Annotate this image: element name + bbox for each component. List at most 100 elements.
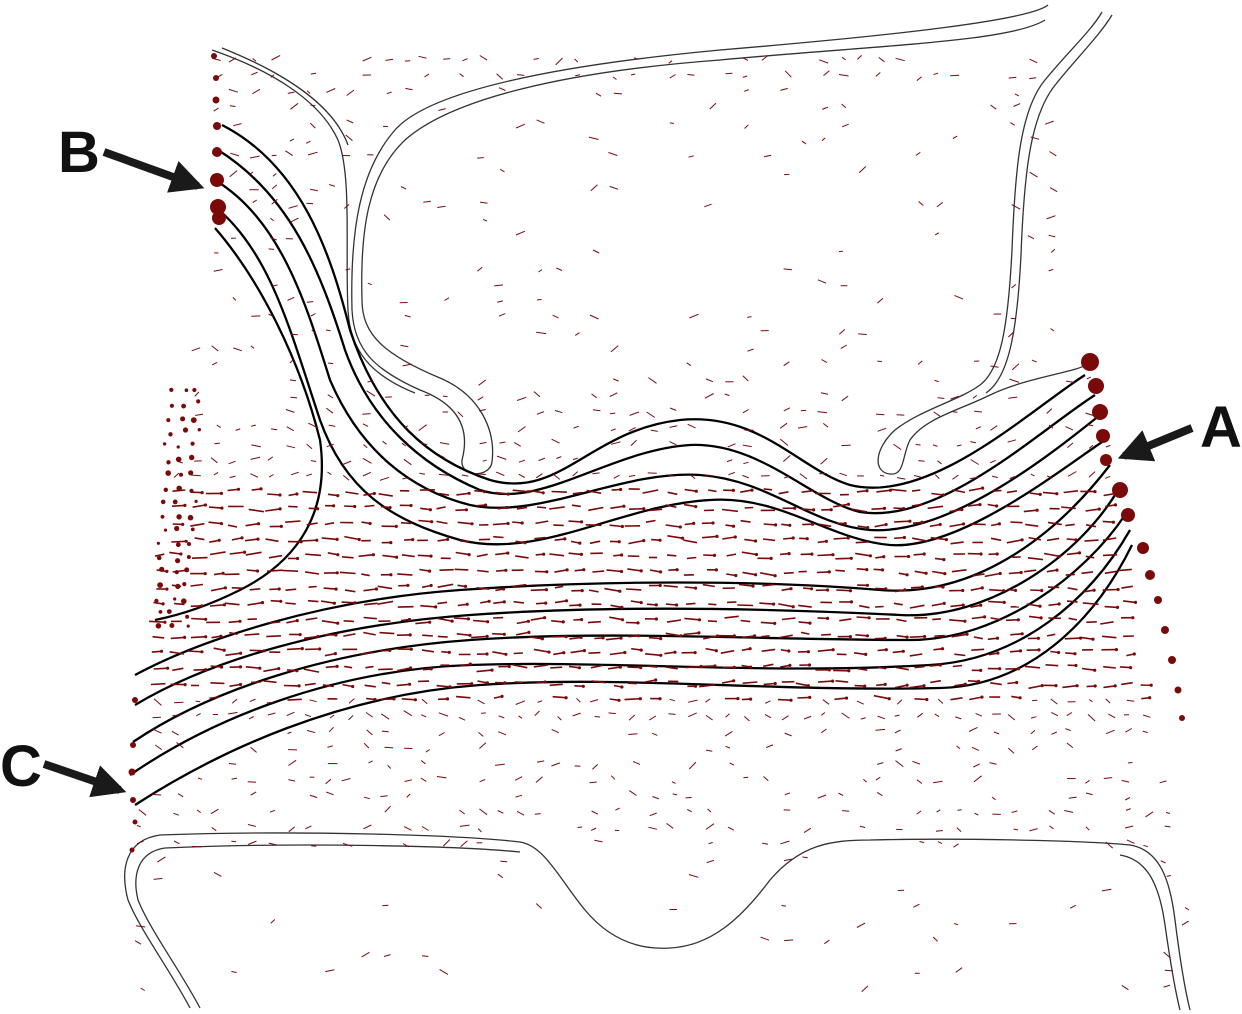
velocity-vector (244, 538, 259, 542)
velocity-vector (762, 583, 775, 587)
velocity-vector (876, 489, 891, 493)
velocity-vector (1006, 490, 1018, 494)
velocity-vector (591, 810, 599, 815)
velocity-vector (780, 664, 791, 668)
velocity-vector (613, 92, 623, 95)
velocity-vector (669, 74, 676, 79)
velocity-vector (140, 987, 145, 991)
vector-head (503, 681, 507, 685)
vector-head (941, 493, 946, 497)
vector-head (659, 570, 663, 574)
vector-head (787, 552, 791, 556)
streamline (134, 544, 1134, 806)
velocity-vector (533, 391, 541, 398)
vector-head (579, 552, 584, 557)
velocity-vector (949, 619, 965, 622)
velocity-vector (856, 489, 868, 493)
velocity-vector (590, 664, 604, 669)
velocity-vector (1030, 729, 1036, 735)
velocity-vector (855, 634, 868, 637)
velocity-vector (437, 601, 448, 605)
velocity-vector (1102, 537, 1117, 541)
velocity-vector (342, 842, 353, 847)
velocity-vector (309, 699, 317, 703)
velocity-vector (1119, 666, 1131, 669)
seed-point (1168, 656, 1176, 664)
velocity-vector (929, 664, 941, 667)
velocity-vector (686, 556, 697, 560)
wall-vector (162, 442, 167, 446)
vector-head (258, 666, 262, 670)
velocity-vector (859, 825, 866, 829)
vector-head (882, 506, 887, 510)
seed-point (129, 847, 135, 853)
velocity-vector (972, 395, 978, 399)
velocity-vector (305, 617, 318, 621)
velocity-vector (572, 471, 579, 477)
velocity-vector (303, 668, 320, 673)
velocity-vector (362, 457, 372, 464)
velocity-vector (235, 428, 241, 431)
velocity-vector (781, 715, 789, 721)
vector-head (773, 574, 777, 578)
velocity-vector (1084, 539, 1099, 542)
wall-vector (174, 525, 180, 532)
vector-head (219, 491, 223, 495)
vector-head (920, 520, 924, 525)
velocity-vector (290, 333, 298, 336)
velocity-vector (628, 634, 639, 638)
velocity-vector (728, 471, 735, 476)
velocity-vector (377, 585, 393, 590)
velocity-vector (573, 425, 579, 429)
velocity-vector (176, 742, 184, 749)
velocity-vector (286, 426, 295, 432)
vector-head (658, 583, 662, 588)
velocity-vector (569, 636, 582, 640)
velocity-vector (975, 712, 983, 717)
velocity-vector (1009, 650, 1021, 653)
vector-head (429, 554, 433, 558)
velocity-vector (783, 571, 794, 575)
velocity-vector (970, 604, 981, 608)
vector-head (219, 634, 223, 638)
velocity-vector (290, 102, 299, 110)
velocity-vector (250, 681, 261, 684)
vector-head (368, 521, 372, 526)
velocity-vector (875, 605, 884, 608)
velocity-vector (784, 475, 790, 479)
vector-head (965, 632, 969, 636)
velocity-vector (686, 362, 692, 367)
vector-head (1016, 618, 1021, 622)
velocity-vector (1067, 471, 1077, 477)
velocity-vector (633, 57, 639, 60)
velocity-vector (1005, 619, 1019, 622)
wall-vector (179, 472, 183, 477)
velocity-vector (913, 903, 920, 908)
velocity-vector (1068, 796, 1077, 799)
velocity-vector (841, 395, 849, 402)
vector-head (1018, 696, 1022, 700)
vector-head (256, 522, 261, 526)
velocity-vector (552, 314, 559, 319)
vector-head (754, 552, 759, 557)
velocity-vector (417, 554, 432, 557)
callout-b-arrow (102, 148, 205, 193)
vector-head (882, 555, 886, 559)
velocity-vector (285, 150, 293, 157)
velocity-vector (288, 205, 298, 209)
vector-head (787, 649, 791, 653)
velocity-vector (551, 620, 564, 623)
vector-head (1133, 600, 1138, 605)
velocity-vector (439, 968, 449, 975)
velocity-vector (459, 824, 470, 827)
velocity-vector (914, 698, 927, 701)
vector-head (1111, 520, 1115, 524)
velocity-vector (1046, 537, 1060, 542)
wall-vector (175, 558, 181, 564)
streamline (134, 489, 1119, 706)
vector-head (333, 652, 337, 656)
velocity-vector (667, 491, 678, 496)
velocity-vector (498, 87, 506, 91)
velocity-vector (589, 314, 599, 320)
velocity-vector (1049, 187, 1058, 193)
